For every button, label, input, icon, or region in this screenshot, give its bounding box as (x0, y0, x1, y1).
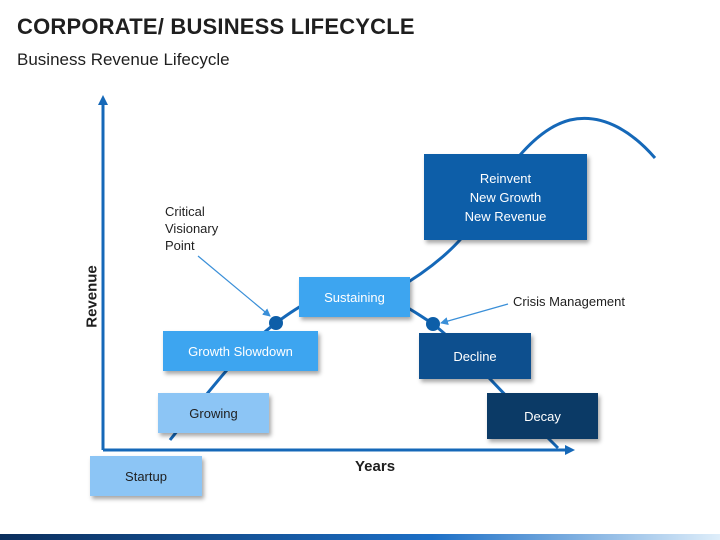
decay-box: Decay (487, 393, 598, 439)
critical-line-1: Critical (165, 204, 205, 219)
reinvent-line-2: New Growth (469, 189, 542, 205)
crisis-dot (426, 317, 440, 331)
page-subtitle: Business Revenue Lifecycle (17, 50, 230, 69)
footer-bar (0, 534, 720, 540)
critical-pointer (197, 255, 271, 317)
reinvent-box: Reinvent New Growth New Revenue (424, 154, 587, 240)
decline-box: Decline (419, 333, 531, 379)
critical-point-label: Critical Visionary Point (165, 203, 218, 254)
reinvent-line-3: New Revenue (464, 208, 547, 224)
critical-line-3: Point (165, 238, 195, 253)
reinvent-line-1: Reinvent (479, 170, 532, 186)
growth-slowdown-box: Growth Slowdown (163, 331, 318, 371)
crisis-pointer (440, 303, 509, 325)
sustaining-box: Sustaining (299, 277, 410, 317)
critical-line-2: Visionary (165, 221, 219, 236)
y-axis-label: Revenue (83, 265, 101, 328)
crisis-management-label: Crisis Management (513, 294, 625, 309)
page-title: CORPORATE/ BUSINESS LIFECYCLE (17, 14, 415, 39)
critical-point-dot (269, 316, 283, 330)
growing-box: Growing (158, 393, 269, 433)
startup-box: Startup (90, 456, 202, 496)
x-axis-label: Years (355, 458, 396, 475)
